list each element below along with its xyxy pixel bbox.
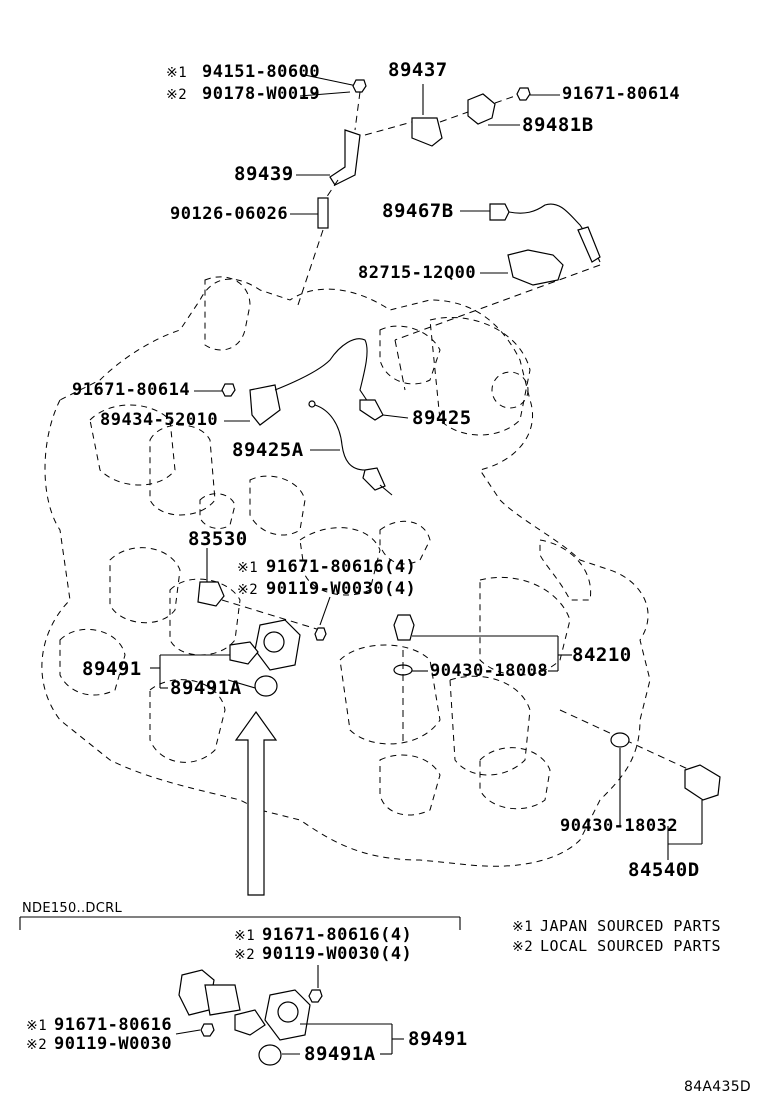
note1-text: JAPAN SOURCED PARTS	[540, 917, 722, 935]
note-mark-91671-4: ※1	[237, 560, 259, 576]
inset-part-90119-W0030-4[interactable]: 90119-W0030(4)	[262, 944, 413, 964]
part-90430-18008[interactable]: 90430-18008	[430, 661, 549, 681]
part-84540D[interactable]: 84540D	[628, 859, 700, 881]
part-94151-80600[interactable]: 94151-80600	[202, 62, 321, 82]
view-arrow	[234, 710, 278, 896]
inset-part-89491A[interactable]: 89491A	[304, 1043, 376, 1065]
note-mark-90119-4: ※2	[237, 582, 259, 598]
transmission-outline	[41, 276, 651, 867]
part-89437[interactable]: 89437	[388, 59, 448, 81]
note-mark-90178: ※2	[166, 87, 188, 103]
leaders-89491	[150, 654, 256, 689]
inset-frame	[19, 916, 461, 930]
part-84210[interactable]: 84210	[572, 644, 632, 666]
part-82715-12Q00[interactable]: 82715-12Q00	[358, 263, 477, 283]
part-90119-W0030-4[interactable]: 90119-W0030(4)	[266, 579, 417, 599]
part-89481B[interactable]: 89481B	[522, 114, 594, 136]
note-mark-94151: ※1	[166, 65, 188, 81]
inset-part-91671-80616-4[interactable]: 91671-80616(4)	[262, 925, 413, 945]
sensor-83530-group	[197, 548, 331, 697]
inset-note-mark-91671-4: ※1	[234, 928, 256, 944]
part-90178-W0019[interactable]: 90178-W0019	[202, 84, 321, 104]
figure-ref: 84A435D	[684, 1079, 751, 1095]
inset-parts	[175, 965, 404, 1066]
note1-mark: ※1	[512, 919, 534, 935]
sensor-89467B-group	[394, 203, 601, 391]
inset-note-mark-90119-4: ※2	[234, 947, 256, 963]
inset-note-mark-91671: ※1	[26, 1018, 48, 1034]
sensor-84540D-group	[559, 709, 721, 860]
note2-mark: ※2	[512, 939, 534, 955]
part-89439[interactable]: 89439	[234, 163, 294, 185]
part-89491[interactable]: 89491	[82, 658, 142, 680]
part-83530[interactable]: 83530	[188, 528, 248, 550]
variant-label: NDE150..DCRL	[22, 901, 122, 916]
inset-part-89491[interactable]: 89491	[408, 1028, 468, 1050]
inset-part-90119-W0030[interactable]: 90119-W0030	[54, 1034, 173, 1054]
part-89425[interactable]: 89425	[412, 407, 472, 429]
part-91671-80616-4[interactable]: 91671-80616(4)	[266, 557, 417, 577]
part-90430-18032[interactable]: 90430-18032	[560, 816, 679, 836]
part-89467B[interactable]: 89467B	[382, 200, 454, 222]
note2-text: LOCAL SOURCED PARTS	[540, 937, 722, 955]
part-91671-80614-mid[interactable]: 91671-80614	[72, 380, 191, 400]
sensor-89425-group	[194, 338, 409, 496]
part-89491A[interactable]: 89491A	[170, 677, 242, 699]
part-90126-06026[interactable]: 90126-06026	[170, 204, 289, 224]
part-91671-80614-top[interactable]: 91671-80614	[562, 84, 681, 104]
inset-note-mark-90119: ※2	[26, 1037, 48, 1053]
part-89425A[interactable]: 89425A	[232, 439, 304, 461]
inset-part-91671-80616[interactable]: 91671-80616	[54, 1015, 173, 1035]
bracket-group-top	[290, 73, 560, 306]
part-89434-52010[interactable]: 89434-52010	[100, 410, 219, 430]
sensor-84210-group	[393, 614, 572, 745]
